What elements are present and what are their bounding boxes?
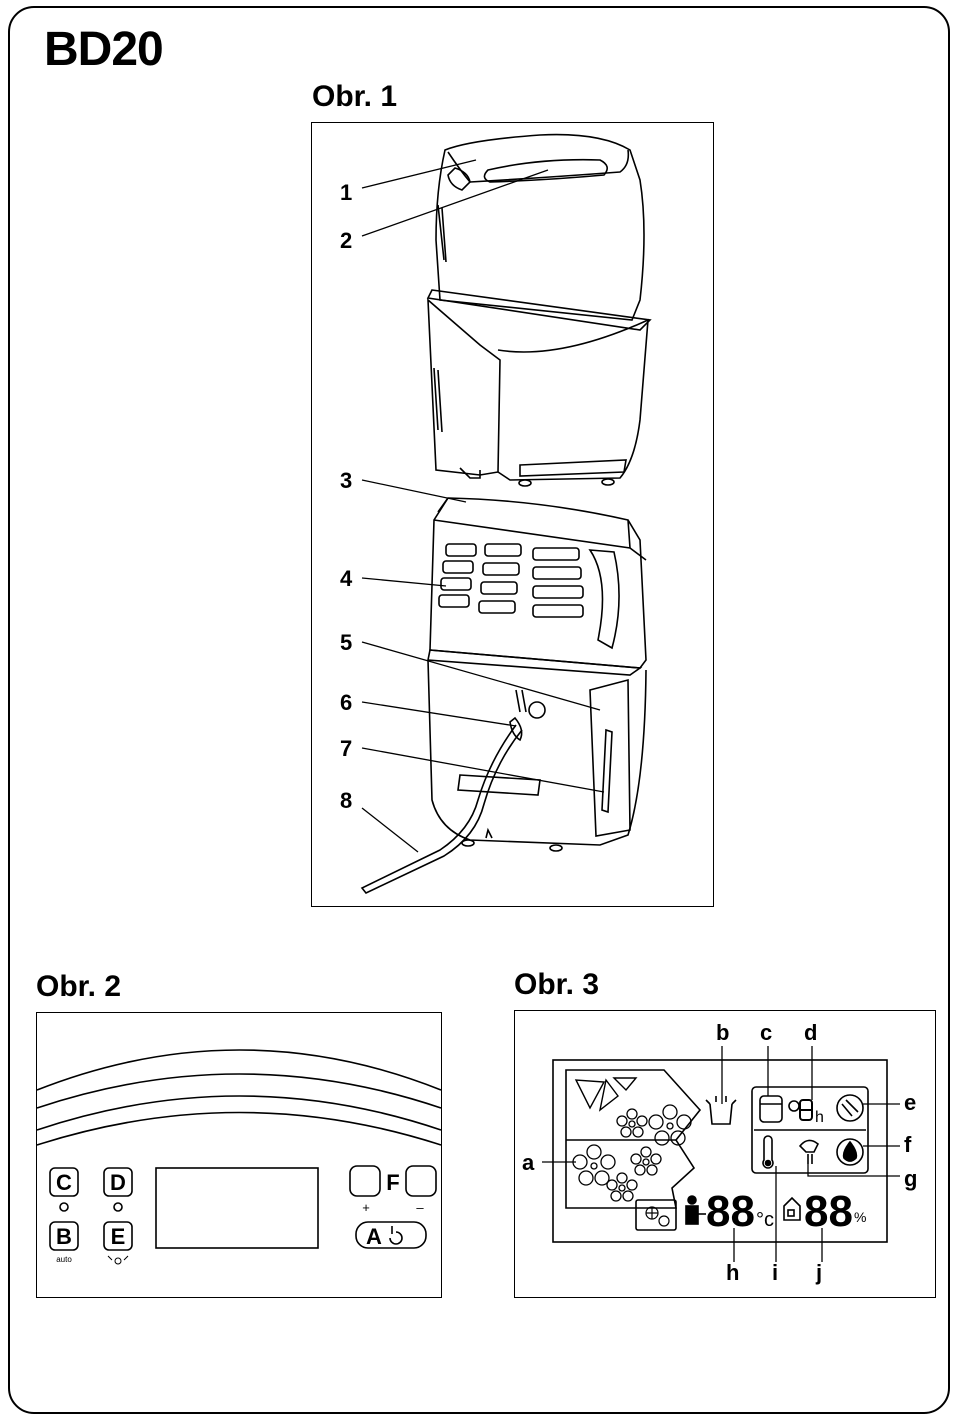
fig1-frame xyxy=(311,122,714,907)
person-icon xyxy=(685,1195,706,1225)
fig3-callout-i: i xyxy=(772,1260,778,1285)
fig3-callout-c: c xyxy=(760,1020,772,1045)
fig3-callout-j: j xyxy=(815,1260,822,1285)
auto-label: auto xyxy=(56,1255,72,1264)
fig3-title: Obr. 3 xyxy=(514,968,600,1001)
temperature-digits: 88 xyxy=(706,1187,755,1236)
fig3-frame xyxy=(514,1010,936,1298)
button-a-label: A xyxy=(366,1224,382,1249)
fan-flower-1 xyxy=(616,1108,648,1138)
timer-unit: h xyxy=(815,1109,824,1126)
tank-full-icon xyxy=(705,1096,737,1125)
fig1-callout-1: 1 xyxy=(340,180,352,205)
fig1-callout-3: 3 xyxy=(340,468,352,493)
button-c-label: C xyxy=(56,1170,72,1195)
defrost-tank-icon xyxy=(759,1095,800,1123)
page-frame xyxy=(8,6,950,1414)
fan-flower-5 xyxy=(606,1172,638,1202)
timer-digit xyxy=(799,1099,813,1121)
fig3-callout-b: b xyxy=(716,1020,729,1045)
model-title: BD20 xyxy=(44,23,164,76)
fig2-frame xyxy=(36,1012,442,1298)
thermometer-icon xyxy=(762,1135,774,1169)
plus-label: + xyxy=(362,1200,370,1215)
swing-icon xyxy=(836,1094,864,1122)
fig3-callout-e: e xyxy=(904,1090,916,1115)
fan-flower-2 xyxy=(648,1104,692,1146)
button-d-label: D xyxy=(110,1170,126,1195)
fig1-callout-7: 7 xyxy=(340,736,352,761)
drain-icon xyxy=(836,1138,864,1166)
minus-label: – xyxy=(416,1200,424,1215)
button-e-label: E xyxy=(111,1224,126,1249)
fig1-callout-8: 8 xyxy=(340,788,352,813)
temperature-unit: °c xyxy=(756,1209,774,1231)
house-icon xyxy=(783,1196,801,1221)
humidity-unit: % xyxy=(854,1209,866,1225)
fig3-callout-d: d xyxy=(804,1020,817,1045)
fig1-callout-2: 2 xyxy=(340,228,352,253)
fig1-callout-4: 4 xyxy=(340,566,353,591)
button-b-label: B xyxy=(56,1224,72,1249)
fig3-callout-g: g xyxy=(904,1166,917,1191)
fan-flower-3 xyxy=(572,1144,616,1186)
fig3-callout-h: h xyxy=(726,1260,739,1285)
fig3-callout-f: f xyxy=(904,1132,912,1157)
fan-mini-icon xyxy=(107,1255,129,1265)
fig1-callout-6: 6 xyxy=(340,690,352,715)
fig3-callout-a: a xyxy=(522,1150,535,1175)
fig2-title: Obr. 2 xyxy=(36,970,122,1003)
fig1-title: Obr. 1 xyxy=(312,80,398,113)
humidity-digits: 88 xyxy=(804,1187,853,1236)
button-f-label: F xyxy=(386,1170,399,1195)
fig1-callout-5: 5 xyxy=(340,630,352,655)
fan-flower-4 xyxy=(630,1146,662,1176)
dry-clothes-icon xyxy=(798,1139,820,1164)
snowflake-icon xyxy=(645,1206,670,1227)
